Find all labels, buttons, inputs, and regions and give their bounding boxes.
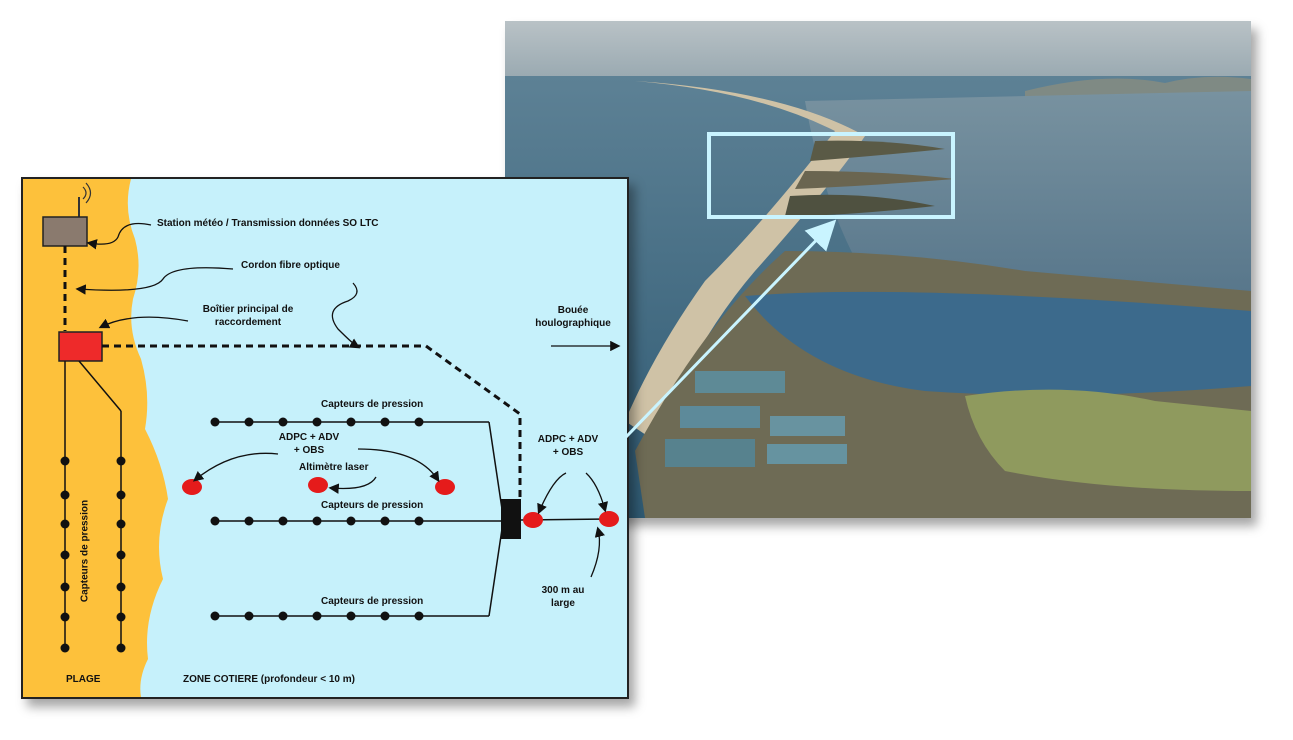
secondary-junction-box xyxy=(501,499,521,539)
junction-box xyxy=(59,332,102,361)
adpc-right-line1: ADPC + ADV xyxy=(528,433,608,446)
sky xyxy=(505,21,1251,81)
offshore-line2: large xyxy=(528,597,598,610)
station-label: Station météo / Transmission données SO … xyxy=(157,217,379,230)
pressure-line-bottom-link xyxy=(489,529,502,616)
altimeter-label: Altimètre laser xyxy=(299,461,368,474)
offshore-label: 300 m au large xyxy=(528,584,598,610)
pond xyxy=(695,371,785,393)
pond xyxy=(770,416,845,436)
pond xyxy=(767,444,847,464)
adpc-right-label: ADPC + ADV + OBS xyxy=(528,433,608,459)
pressure-top-label: Capteurs de pression xyxy=(321,398,423,411)
offshore-line1: 300 m au xyxy=(528,584,598,597)
junction-label-line1: Boîtier principal de xyxy=(195,303,301,316)
fiber-label: Cordon fibre optique xyxy=(241,259,340,272)
sensor-layout-diagram: Station météo / Transmission données SO … xyxy=(21,177,629,699)
weather-station-box xyxy=(43,217,87,246)
pressure-line-top-link xyxy=(489,422,502,509)
adpc-left-line1: ADPC + ADV xyxy=(269,431,349,444)
buoy-label: Bouée houlographique xyxy=(523,304,623,330)
coastal-zone-label: ZONE COTIERE (profondeur < 10 m) xyxy=(183,673,355,686)
pond xyxy=(680,406,760,428)
beach-area xyxy=(23,179,168,697)
buoy-label-line2: houlographique xyxy=(523,317,623,330)
adpc-left-label: ADPC + ADV + OBS xyxy=(269,431,349,457)
adpc-right-line2: + OBS xyxy=(528,446,608,459)
adpc-left-line2: + OBS xyxy=(269,444,349,457)
pond xyxy=(665,439,755,467)
beach-label: PLAGE xyxy=(66,673,100,686)
junction-label: Boîtier principal de raccordement xyxy=(195,303,301,329)
pressure-bottom-label: Capteurs de pression xyxy=(321,595,423,608)
pressure-mid-label: Capteurs de pression xyxy=(321,499,423,512)
junction-label-line2: raccordement xyxy=(195,316,301,329)
pressure-vertical-label: Capteurs de pression xyxy=(79,500,92,602)
buoy-label-line1: Bouée xyxy=(523,304,623,317)
